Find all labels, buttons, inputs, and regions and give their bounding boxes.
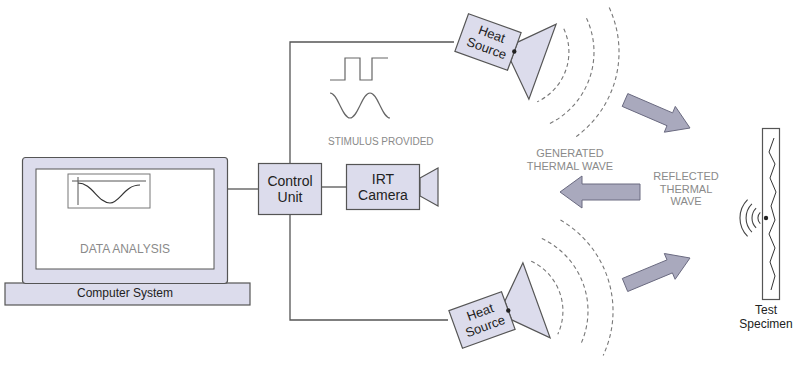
computer-system: DATA ANALYSISComputer System <box>22 157 228 285</box>
wave-label: GENERATED THERMAL WAVE <box>526 147 614 172</box>
computer-system-shape <box>22 157 228 285</box>
heat-source: Heat Source <box>454 12 524 72</box>
specimen-label: Test Specimen <box>731 304 801 332</box>
test-specimen: Test Specimen <box>762 128 780 300</box>
screen-label: DATA ANALYSIS <box>22 243 228 257</box>
control-unit: Control Unit <box>258 163 322 215</box>
irt-camera: IRT Camera <box>346 164 420 210</box>
reflected-wave-arcs <box>740 200 760 237</box>
connector-line <box>322 186 346 187</box>
stimulus-label: STIMULUS PROVIDED <box>328 136 458 148</box>
node-label: Heat Source <box>454 297 511 342</box>
heat-source: Heat Source <box>448 290 518 350</box>
node-label: IRT Camera <box>353 171 413 203</box>
node-label: Heat Source <box>460 19 517 64</box>
test-specimen-shape <box>762 128 780 300</box>
stimulus-signals <box>330 58 390 118</box>
connector-line <box>290 215 448 320</box>
system-label: Computer System <box>22 287 228 301</box>
connector-line <box>228 188 258 189</box>
node-label: Control Unit <box>264 173 316 205</box>
wave-label: REFLECTED THERMAL WAVE <box>650 170 722 208</box>
